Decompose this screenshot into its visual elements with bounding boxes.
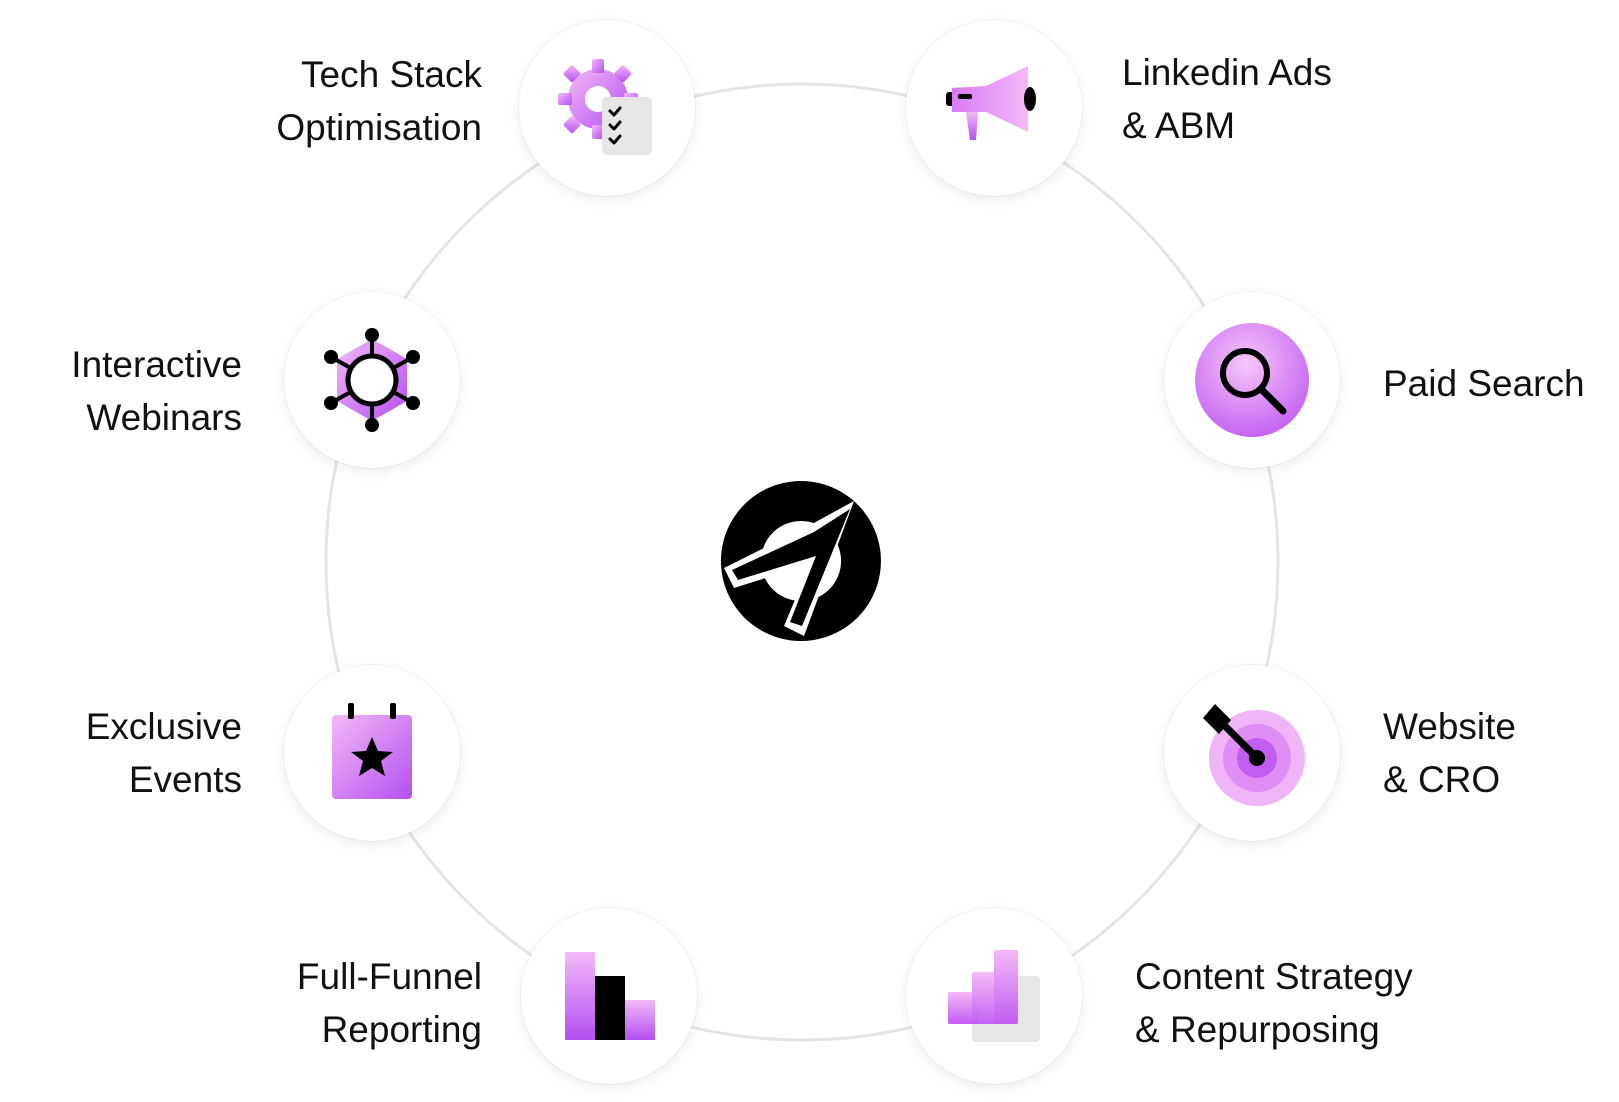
gear-checklist-icon (558, 59, 652, 155)
service-label-line: Full-Funnel (296, 956, 482, 997)
network-hub-icon (324, 328, 420, 432)
service-label-website-cro: Website & CRO (1383, 700, 1516, 806)
calendar-star-icon (332, 703, 412, 799)
service-label-line: Webinars (86, 397, 242, 438)
service-label-line: Reporting (321, 1009, 482, 1050)
service-node-tech-stack[interactable] (519, 20, 695, 196)
target-arrow-icon (1203, 704, 1305, 806)
magnifier-icon (1195, 323, 1309, 437)
service-node-linkedin-ads[interactable] (906, 20, 1082, 196)
service-label-full-funnel: Full-Funnel Reporting (252, 950, 482, 1056)
megaphone-icon (946, 66, 1036, 140)
service-label-paid-search: Paid Search (1383, 357, 1585, 410)
service-label-line: Exclusive (85, 706, 242, 747)
service-label-line: Linkedin Ads (1122, 52, 1332, 93)
service-label-exclusive-events: Exclusive Events (20, 700, 242, 806)
stacked-blocks-icon (948, 950, 1040, 1042)
service-node-interactive-webinars[interactable] (284, 292, 460, 468)
service-label-line: Tech Stack (301, 54, 482, 95)
service-node-content-strategy[interactable] (906, 908, 1082, 1084)
service-node-paid-search[interactable] (1164, 292, 1340, 468)
service-label-line: & CRO (1383, 759, 1501, 800)
service-label-line: Events (128, 759, 242, 800)
service-label-line: & Repurposing (1135, 1009, 1380, 1050)
service-label-line: & ABM (1122, 105, 1236, 146)
brand-compass-logo-icon (716, 476, 886, 651)
service-node-website-cro[interactable] (1164, 665, 1340, 841)
bar-chart-icon (565, 952, 655, 1040)
service-label-line: Interactive (71, 344, 242, 385)
service-label-interactive-webinars: Interactive Webinars (20, 338, 242, 444)
service-label-line: Paid Search (1383, 363, 1585, 404)
service-label-tech-stack: Tech Stack Optimisation (252, 48, 482, 154)
service-label-line: Website (1383, 706, 1516, 747)
service-node-full-funnel[interactable] (521, 908, 697, 1084)
service-label-content-strategy: Content Strategy & Repurposing (1135, 950, 1413, 1056)
service-label-linkedin-ads: Linkedin Ads & ABM (1122, 46, 1332, 152)
service-label-line: Content Strategy (1135, 956, 1413, 997)
service-node-exclusive-events[interactable] (284, 665, 460, 841)
service-label-line: Optimisation (276, 107, 482, 148)
